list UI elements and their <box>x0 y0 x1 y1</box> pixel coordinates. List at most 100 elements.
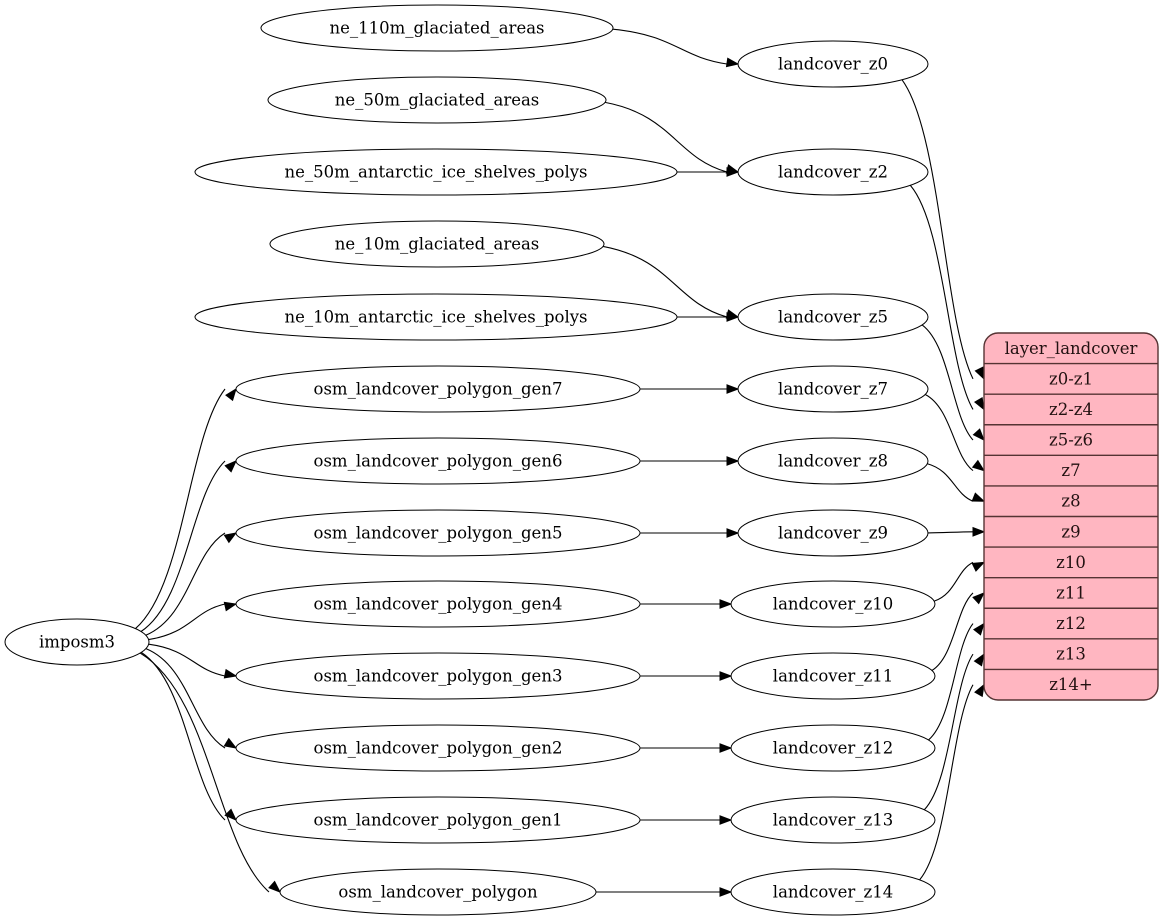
node-landcover_z2[interactable]: landcover_z2 <box>737 148 929 196</box>
edge-imposm3-to-osm_landcover_polygon_gen3 <box>148 643 226 677</box>
node-imposm3[interactable]: imposm3 <box>4 618 150 666</box>
node-ne_110m_glaciated_areas[interactable]: ne_110m_glaciated_areas <box>260 4 614 52</box>
node-label: landcover_z10 <box>773 595 893 614</box>
node-landcover_z5[interactable]: landcover_z5 <box>737 293 929 341</box>
edge-arrowhead <box>223 601 238 612</box>
edge-arrowhead <box>972 592 986 605</box>
node-osm_landcover_polygon_gen6[interactable]: osm_landcover_polygon_gen6 <box>235 437 641 485</box>
edge-arrowhead <box>719 887 733 897</box>
edge-arrowhead <box>973 622 985 636</box>
edge-arrowhead <box>223 668 238 679</box>
nodes-layer: imposm3 ne_110m_glaciated_areas ne_50m_gla… <box>4 4 936 916</box>
edge-arrowhead <box>726 167 740 177</box>
node-ellipse <box>194 148 678 196</box>
node-ellipse <box>235 580 641 628</box>
node-osm_landcover_polygon_gen2[interactable]: osm_landcover_polygon_gen2 <box>235 724 641 772</box>
edge-ne_110m_glaciated_areas-to-landcover_z0 <box>612 28 728 65</box>
node-osm_landcover_polygon_gen4[interactable]: osm_landcover_polygon_gen4 <box>235 580 641 628</box>
node-label: ne_10m_antarctic_ice_shelves_polys <box>284 308 587 327</box>
node-label: landcover_z7 <box>778 380 888 399</box>
node-landcover_z7[interactable]: landcover_z7 <box>737 365 929 413</box>
node-landcover_z12[interactable]: landcover_z12 <box>730 724 936 772</box>
node-ellipse <box>730 724 936 772</box>
table-row-z7[interactable]: z7 <box>1061 461 1080 480</box>
node-landcover_z0[interactable]: landcover_z0 <box>737 40 929 88</box>
node-osm_landcover_polygon_gen3[interactable]: osm_landcover_polygon_gen3 <box>235 652 641 700</box>
node-label: landcover_z12 <box>773 739 893 758</box>
node-ellipse <box>235 724 641 772</box>
node-osm_landcover_polygon[interactable]: osm_landcover_polygon <box>279 868 597 916</box>
node-ellipse <box>730 580 936 628</box>
table-row-z14+[interactable]: z14+ <box>1049 675 1093 694</box>
edge-arrowhead <box>719 743 733 753</box>
node-label: ne_50m_glaciated_areas <box>335 91 540 110</box>
edge-arrowhead <box>719 599 733 609</box>
table-row-z11[interactable]: z11 <box>1056 583 1086 602</box>
edge-imposm3-to-osm_landcover_polygon_gen4 <box>148 603 226 641</box>
node-landcover_z10[interactable]: landcover_z10 <box>730 580 936 628</box>
node-osm_landcover_polygon_gen7[interactable]: osm_landcover_polygon_gen7 <box>235 365 641 413</box>
table-row-z5-z6[interactable]: z5-z6 <box>1049 431 1093 450</box>
table-header-label: layer_landcover <box>1005 339 1138 358</box>
table-row-z0-z1[interactable]: z0-z1 <box>1049 369 1093 388</box>
edge-landcover_z5-to-z5-z6 <box>921 324 974 441</box>
edge-imposm3-to-osm_landcover_polygon_gen1 <box>140 651 226 821</box>
node-ellipse <box>4 618 150 666</box>
edge-landcover_z12-to-z12 <box>928 623 974 741</box>
node-landcover_z14[interactable]: landcover_z14 <box>730 868 936 916</box>
node-landcover_z9[interactable]: landcover_z9 <box>737 509 929 557</box>
edge-arrowhead <box>719 815 733 825</box>
table-row-z10[interactable]: z10 <box>1056 553 1086 572</box>
node-landcover_z13[interactable]: landcover_z13 <box>730 796 936 844</box>
node-ellipse <box>737 40 929 88</box>
node-landcover_z11[interactable]: landcover_z11 <box>730 652 936 700</box>
table-row-z9[interactable]: z9 <box>1061 522 1080 541</box>
node-ne_10m_glaciated_areas[interactable]: ne_10m_glaciated_areas <box>269 220 605 268</box>
edge-arrowhead <box>726 528 740 538</box>
edge-arrowhead <box>224 808 238 821</box>
edge-arrowhead <box>268 880 282 893</box>
node-ellipse <box>737 365 929 413</box>
edge-imposm3-to-osm_landcover_polygon_gen7 <box>135 388 226 629</box>
node-ne_50m_glaciated_areas[interactable]: ne_50m_glaciated_areas <box>267 76 607 124</box>
table-row-z2-z4[interactable]: z2-z4 <box>1049 400 1093 419</box>
edge-arrowhead <box>971 561 986 572</box>
edge-arrowhead <box>719 671 733 681</box>
node-ellipse <box>737 509 929 557</box>
edge-arrowhead <box>224 460 237 473</box>
table-row-z12[interactable]: z12 <box>1056 614 1086 633</box>
edge-arrowhead <box>225 387 237 402</box>
node-osm_landcover_polygon_gen5[interactable]: osm_landcover_polygon_gen5 <box>235 509 641 557</box>
edge-imposm3-to-osm_landcover_polygon_gen6 <box>140 460 226 632</box>
node-ellipse <box>279 868 597 916</box>
edge-arrowhead <box>972 428 985 442</box>
node-ellipse <box>235 509 641 557</box>
node-ellipse <box>260 4 614 52</box>
edge-imposm3-to-osm_landcover_polygon <box>139 652 270 893</box>
node-ellipse <box>730 868 936 916</box>
table-row-z13[interactable]: z13 <box>1056 645 1086 664</box>
node-ellipse <box>730 652 936 700</box>
node-label: landcover_z11 <box>773 667 893 686</box>
node-ne_10m_antarctic_ice_shelves_polys[interactable]: ne_10m_antarctic_ice_shelves_polys <box>194 293 678 341</box>
node-ellipse <box>737 437 929 485</box>
edge-landcover_z9-to-z9 <box>927 531 974 534</box>
node-label: landcover_z2 <box>778 163 888 182</box>
node-label: osm_landcover_polygon <box>338 883 538 902</box>
node-ellipse <box>267 76 607 124</box>
node-landcover_z8[interactable]: landcover_z8 <box>737 437 929 485</box>
edge-arrowhead <box>971 492 986 502</box>
edge-arrowhead <box>973 652 985 667</box>
edge-landcover_z2-to-z2-z4 <box>909 184 974 410</box>
node-label: ne_10m_glaciated_areas <box>335 235 540 254</box>
node-osm_landcover_polygon_gen1[interactable]: osm_landcover_polygon_gen1 <box>235 796 641 844</box>
node-label: osm_landcover_polygon_gen2 <box>314 739 563 758</box>
node-label: landcover_z0 <box>778 55 888 74</box>
edge-imposm3-to-osm_landcover_polygon_gen2 <box>145 648 226 749</box>
edge-ne_10m_glaciated_areas-to-landcover_z5 <box>602 245 728 318</box>
node-ellipse <box>235 796 641 844</box>
node-ne_50m_antarctic_ice_shelves_polys[interactable]: ne_50m_antarctic_ice_shelves_polys <box>194 148 678 196</box>
table-row-z8[interactable]: z8 <box>1061 492 1080 511</box>
